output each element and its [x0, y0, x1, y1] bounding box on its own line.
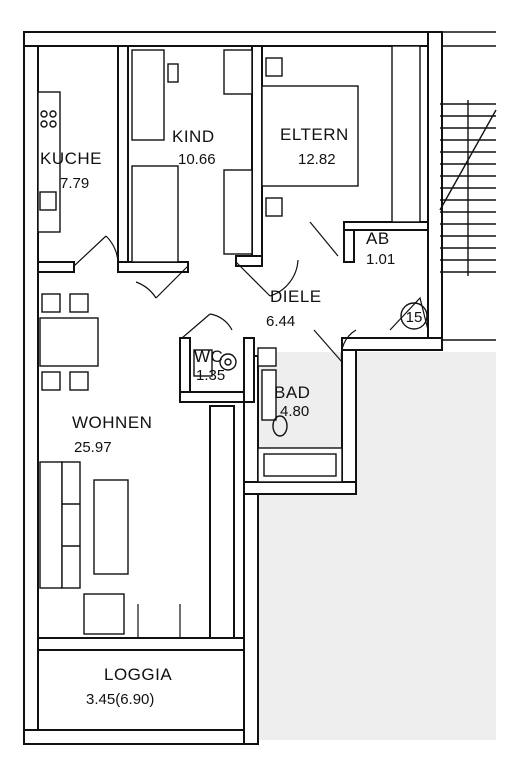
- wc-name: WC: [194, 347, 223, 366]
- wc-fixtures: [193, 349, 237, 377]
- kind-furniture: [131, 49, 253, 263]
- kind-area: 10.66: [178, 151, 216, 168]
- room-labels: KUCHE 7.79 KIND 10.66 ELTERN 12.82 AB 1.…: [40, 125, 395, 708]
- stair-marker-text: 15: [406, 309, 423, 326]
- outer-walls: [23, 31, 496, 745]
- wohnen-name: WOHNEN: [72, 413, 152, 432]
- diele-name: DIELE: [270, 287, 322, 306]
- kind-name: KIND: [172, 127, 215, 146]
- eltern-name: ELTERN: [280, 125, 349, 144]
- stair-marker: 15: [400, 302, 428, 330]
- loggia-area: 3.45(6.90): [86, 691, 154, 708]
- eltern-area: 12.82: [298, 151, 336, 168]
- kueche-area: 7.79: [60, 175, 89, 192]
- ab-area: 1.01: [366, 251, 395, 268]
- staircase: [439, 100, 497, 276]
- neighbour-area: [258, 352, 496, 740]
- wc-area: 1.35: [196, 367, 225, 384]
- bad-fixtures: [257, 347, 343, 483]
- ab-name: AB: [366, 229, 390, 248]
- eltern-furniture: [261, 45, 421, 223]
- kueche-name: KUCHE: [40, 149, 102, 168]
- kitchen-furniture: [37, 91, 61, 233]
- bad-area: 4.80: [280, 403, 309, 420]
- dining-furniture: [39, 293, 99, 391]
- diele-area: 6.44: [266, 313, 295, 330]
- bad-name: BAD: [274, 383, 310, 402]
- door-swings: [73, 221, 429, 363]
- wohnen-area: 25.97: [74, 439, 112, 456]
- loggia-name: LOGGIA: [104, 665, 172, 684]
- interior-walls: [37, 45, 429, 651]
- living-furniture: [39, 461, 181, 638]
